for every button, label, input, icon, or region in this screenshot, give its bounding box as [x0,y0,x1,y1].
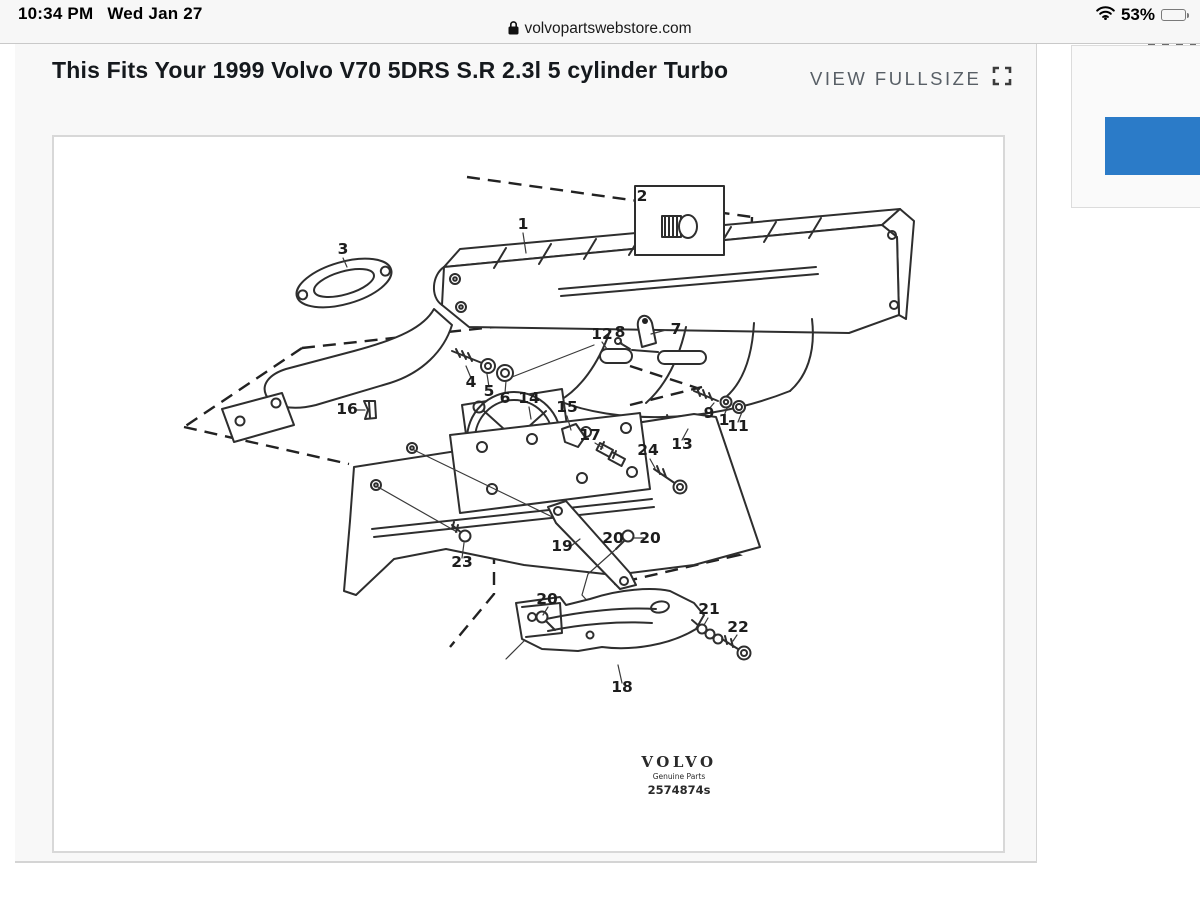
part-15-bracket [561,423,586,448]
part-label-16: 16 [336,400,358,418]
logo-part-number: 2574874s [648,783,711,797]
part-label-21: 21 [698,600,720,618]
part-label-6: 6 [500,389,511,407]
lock-icon [508,20,524,37]
part-label-23: 23 [451,553,473,571]
status-date: Wed Jan 27 [107,4,203,23]
product-fitment-section: This Fits Your 1999 Volvo V70 5DRS S.R 2… [15,44,1037,863]
logo-subtitle: Genuine Parts [653,772,706,781]
battery-percent: 53% [1120,5,1155,24]
parts-4-5-6-stud-washer-nut [451,344,595,382]
parts-7-8-12-bracket [599,314,707,365]
part-label-13: 13 [671,435,693,453]
part-16-clip [363,400,377,420]
part-label-2: 2 [637,187,648,205]
side-panel-card [1071,45,1200,208]
side-panel-action-button[interactable] [1105,117,1200,175]
part-14-heat-shield [343,412,761,596]
part-label-20: 20 [639,529,661,547]
part-label-19: 19 [551,537,573,555]
part-label-22: 22 [727,618,749,636]
view-fullsize-button[interactable]: VIEW FULLSIZE [810,66,1012,91]
page-title: This Fits Your 1999 Volvo V70 5DRS S.R 2… [52,57,729,83]
wifi-icon [1096,5,1115,25]
part-label-15: 15 [556,398,578,416]
url-text: volvopartswebstore.com [524,20,692,37]
address-bar[interactable]: volvopartswebstore.com [0,20,1200,38]
parts-9-1-11-bolt-washers [693,387,746,414]
exploded-parts-diagram: 1234561287911113141516172423192020202122… [183,175,915,797]
part-label-9: 9 [704,404,715,422]
part-label-20: 20 [536,590,558,608]
fullscreen-expand-icon [992,66,1012,91]
part-21-stud [691,619,724,645]
part-24-bolt [653,465,688,495]
volvo-logo: VOLVO Genuine Parts 2574874s [640,753,716,797]
part-label-1: 1 [719,411,730,429]
part-3-gasket [295,257,393,309]
part-label-5: 5 [484,382,495,400]
plug [661,214,698,239]
part-2-plug-box [634,185,725,256]
clock: 10:34 PM Wed Jan 27 [18,4,203,24]
part-22-bolt [721,635,752,661]
part-label-18: 18 [611,678,633,696]
status-bar: 10:34 PM Wed Jan 27 53% volvopartswebstor… [0,0,1200,44]
part-label-20: 20 [602,529,624,547]
part-23-screw [451,521,472,543]
part-20-bolt-lower [535,610,556,631]
part-label-4: 4 [466,373,477,391]
part-label-11: 11 [727,417,749,435]
part-label-12: 12 [591,325,613,343]
part-label-3: 3 [338,240,349,258]
part-label-7: 7 [671,320,682,338]
part-19-strut [547,500,637,590]
part-label-1: 1 [518,215,529,233]
view-fullsize-label: VIEW FULLSIZE [810,67,982,89]
part-label-14: 14 [518,389,540,407]
logo-brand: VOLVO [640,753,716,771]
part-label-24: 24 [637,441,659,459]
status-time: 10:34 PM [18,4,94,23]
battery-icon [1161,9,1189,21]
part-label-8: 8 [615,323,626,341]
part-label-17: 17 [579,426,601,444]
callout-leader-lines [342,232,743,684]
